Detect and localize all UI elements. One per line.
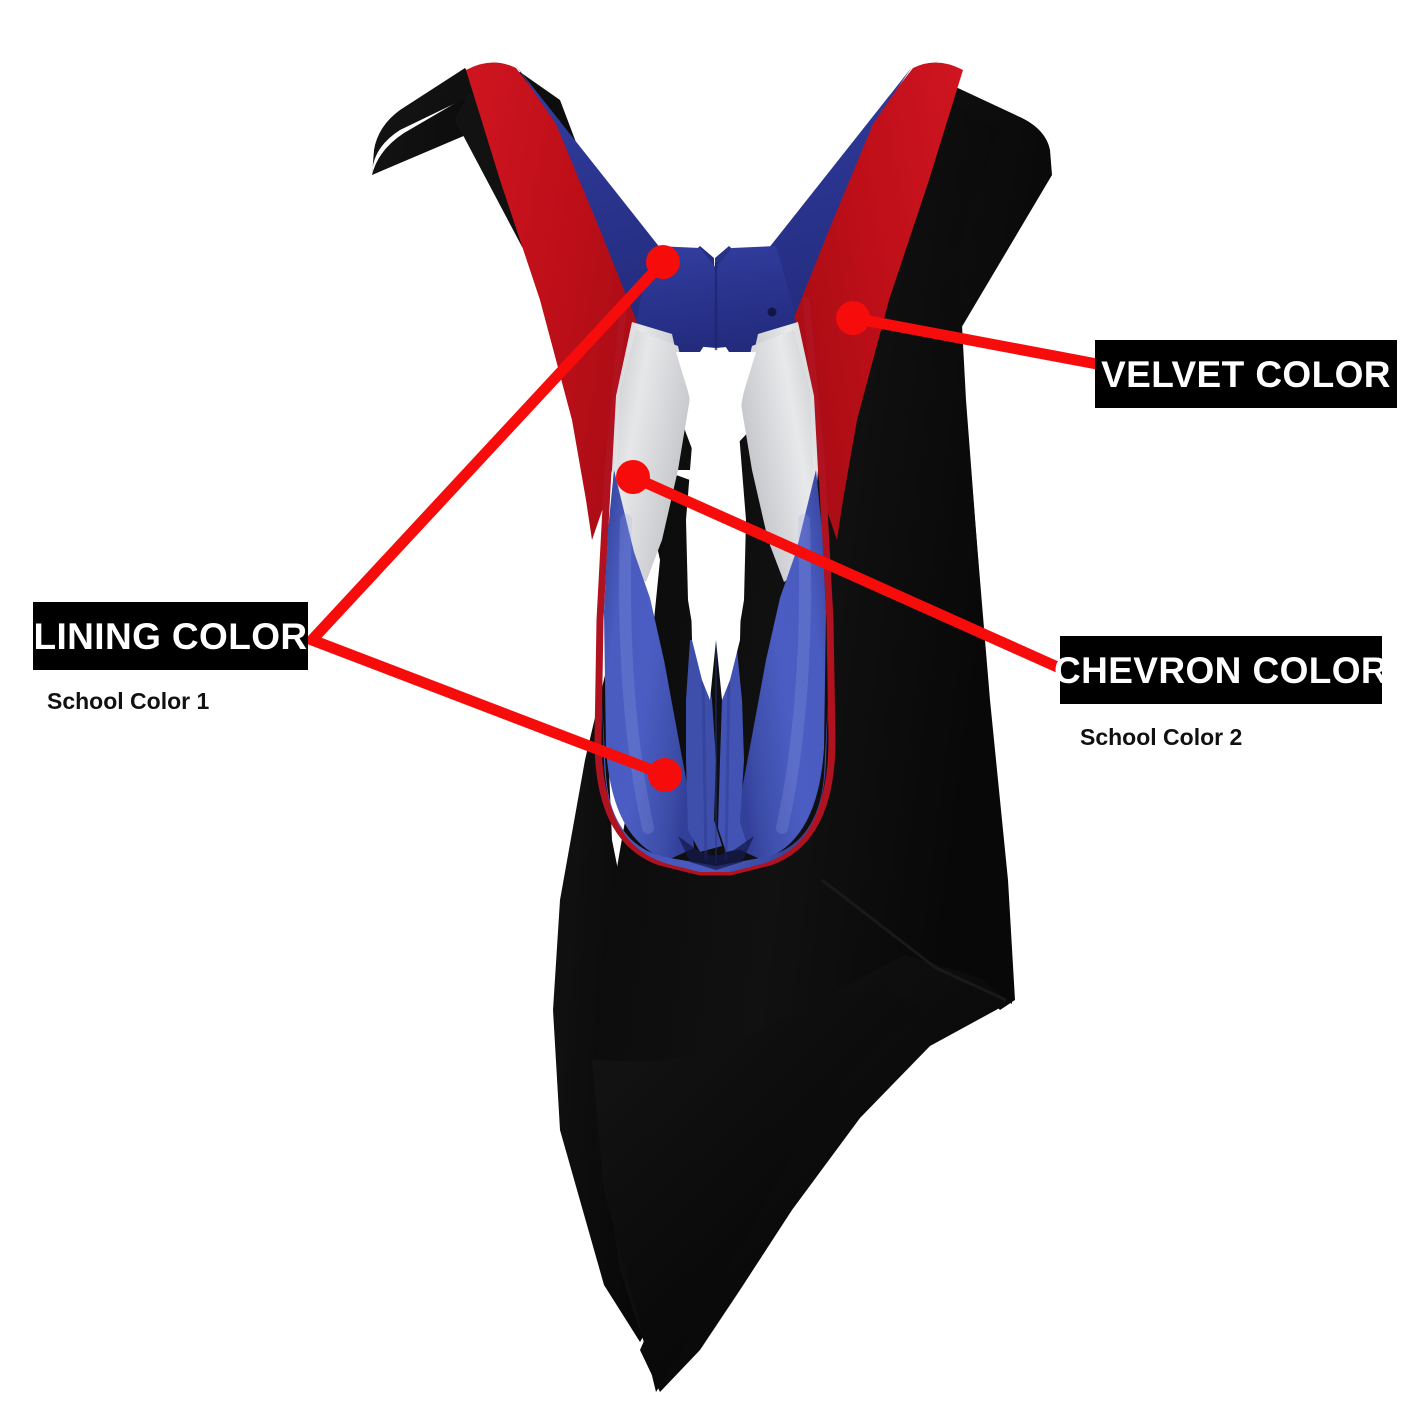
callout-chevron-label: CHEVRON COLOR bbox=[1053, 649, 1389, 691]
callout-leaders bbox=[302, 245, 1099, 792]
callout-chevron-color: CHEVRON COLOR bbox=[1054, 636, 1388, 704]
leader-dot-chevron bbox=[616, 460, 650, 494]
leader-dot-velvet bbox=[836, 301, 870, 335]
callout-velvet-label: VELVET COLOR bbox=[1101, 353, 1391, 395]
callout-lining-color: LINING COLOR bbox=[33, 602, 308, 670]
callout-lining-label: LINING COLOR bbox=[33, 615, 308, 657]
callout-lining-subnote: School Color 1 bbox=[47, 688, 210, 714]
leader-line-chevron bbox=[630, 471, 1067, 676]
chevron-panel-white bbox=[612, 322, 818, 582]
callout-chevron-subnote: School Color 2 bbox=[1080, 724, 1243, 750]
leader-dot-lining-top bbox=[646, 245, 680, 279]
callout-velvet-color: VELVET COLOR bbox=[1095, 340, 1397, 408]
leader-line-lining bbox=[302, 258, 668, 781]
leader-line-velvet bbox=[851, 312, 1099, 370]
leader-dot-lining-bottom bbox=[648, 758, 682, 792]
hood-opening bbox=[676, 350, 756, 700]
